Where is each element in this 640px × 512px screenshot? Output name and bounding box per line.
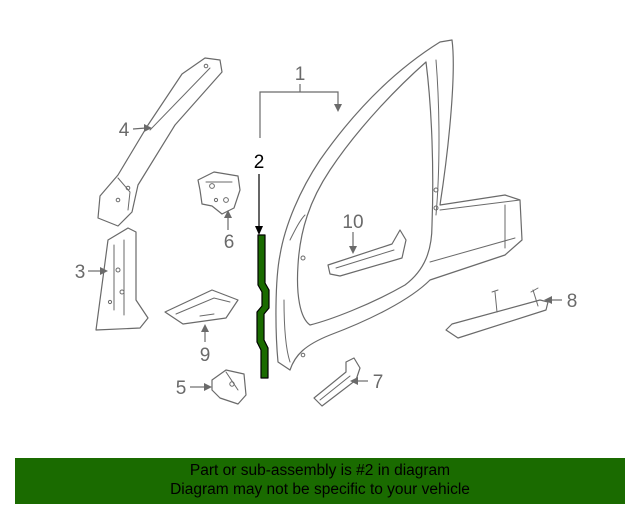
callout-4: 4: [119, 120, 130, 141]
callout-9: 9: [200, 345, 211, 366]
part-6-bracket: [197, 171, 241, 215]
callout-7: 7: [373, 372, 384, 393]
callout-5: 5: [176, 378, 187, 399]
parts-diagram: 1 2 3 4 5 6 7 8 9 10: [75, 39, 578, 407]
callout-2: 2: [254, 152, 265, 173]
callout-6: 6: [224, 232, 235, 253]
part-4-upper-pillar: [97, 57, 223, 227]
callout-10: 10: [342, 212, 363, 233]
callout-3: 3: [75, 262, 86, 283]
part-7-sill-piece: [313, 357, 361, 407]
callout-leaders: [88, 84, 562, 391]
banner-line-disclaimer: Diagram may not be specific to your vehi…: [170, 481, 470, 498]
part-10-rail: [327, 229, 407, 277]
part-9-panel: [164, 289, 239, 325]
callout-1: 1: [295, 64, 306, 85]
part-2-weatherstrip: [256, 234, 270, 379]
info-banner: Part or sub-assembly is #2 in diagram Di…: [15, 458, 625, 504]
part-8-rocker-strip: [445, 287, 549, 339]
part-5-bracket: [211, 369, 247, 405]
callout-labels: 1 2 3 4 5 6 7 8 9 10: [75, 64, 578, 399]
callout-8: 8: [567, 291, 578, 312]
part-3-lower-pillar: [95, 227, 149, 331]
banner-line-part: Part or sub-assembly is #2 in diagram: [189, 462, 451, 479]
